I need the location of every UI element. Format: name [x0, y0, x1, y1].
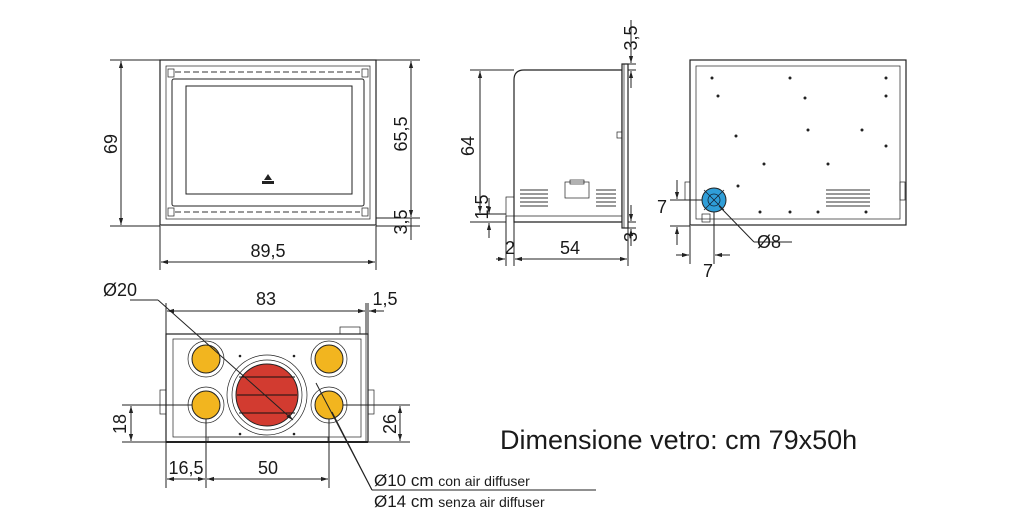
side-bottom-offset-label: 1,5: [472, 194, 492, 219]
front-view: 69 65,5 3,5 89,5: [101, 59, 420, 270]
note-no-diffuser: Ø14 cm senza air diffuser: [374, 492, 545, 511]
side-height-label: 64: [458, 136, 478, 156]
top-outlet-spacing-label: 50: [258, 458, 278, 478]
top-view: 83 1,5 Ø20 18 26 16,5 50 Ø10 cm c: [103, 280, 596, 511]
side-top-offset-label: 3,5: [621, 25, 641, 50]
front-inner-height-label: 65,5: [391, 116, 411, 151]
note-air-diffuser-text: con air diffuser: [438, 473, 530, 489]
note-air-diffuser: Ø10 cm con air diffuser: [374, 471, 530, 490]
outlet-bottom-left: [191, 390, 221, 420]
top-outlet-height-right-label: 26: [380, 414, 400, 434]
back-outlet-diameter-label: Ø8: [757, 232, 781, 252]
side-view: 64 1,5 3,5 3 2 54: [458, 20, 641, 266]
top-lip-label: 1,5: [372, 289, 397, 309]
note-air-diffuser-size: Ø10 cm: [374, 471, 434, 490]
outlet-top-left: [191, 344, 221, 374]
back-view: 7 7 Ø8: [657, 59, 907, 281]
back-outlet-height-label: 7: [657, 197, 667, 217]
side-depth-label: 54: [560, 238, 580, 258]
top-outlet-left-offset-label: 16,5: [168, 458, 203, 478]
back-outlet-offset-label: 7: [703, 261, 713, 281]
back-vent: [826, 189, 870, 207]
side-front-depth-label: 2: [505, 238, 515, 258]
top-outlet-height-left-label: 18: [110, 414, 130, 434]
side-bottom-right-label: 3: [621, 232, 641, 242]
back-fixing-points: [710, 76, 888, 214]
note-no-diffuser-size: Ø14 cm: [374, 492, 434, 511]
front-width-label: 89,5: [250, 241, 285, 261]
side-vent-left: [520, 189, 548, 207]
outlet-bottom-right: [314, 390, 344, 420]
glass-dimension-label: Dimensione vetro: cm 79x50h: [500, 425, 857, 455]
front-height-label: 69: [101, 134, 121, 154]
top-main-diameter-label: Ø20: [103, 280, 137, 300]
side-front-plate: [621, 63, 629, 229]
logo-icon: [264, 174, 272, 180]
front-frame: [159, 59, 377, 226]
side-vent-right: [596, 189, 616, 207]
front-base-height-label: 3,5: [391, 209, 411, 234]
outlet-top-right: [314, 344, 344, 374]
note-no-diffuser-text: senza air diffuser: [438, 494, 545, 510]
top-width-label: 83: [256, 289, 276, 309]
